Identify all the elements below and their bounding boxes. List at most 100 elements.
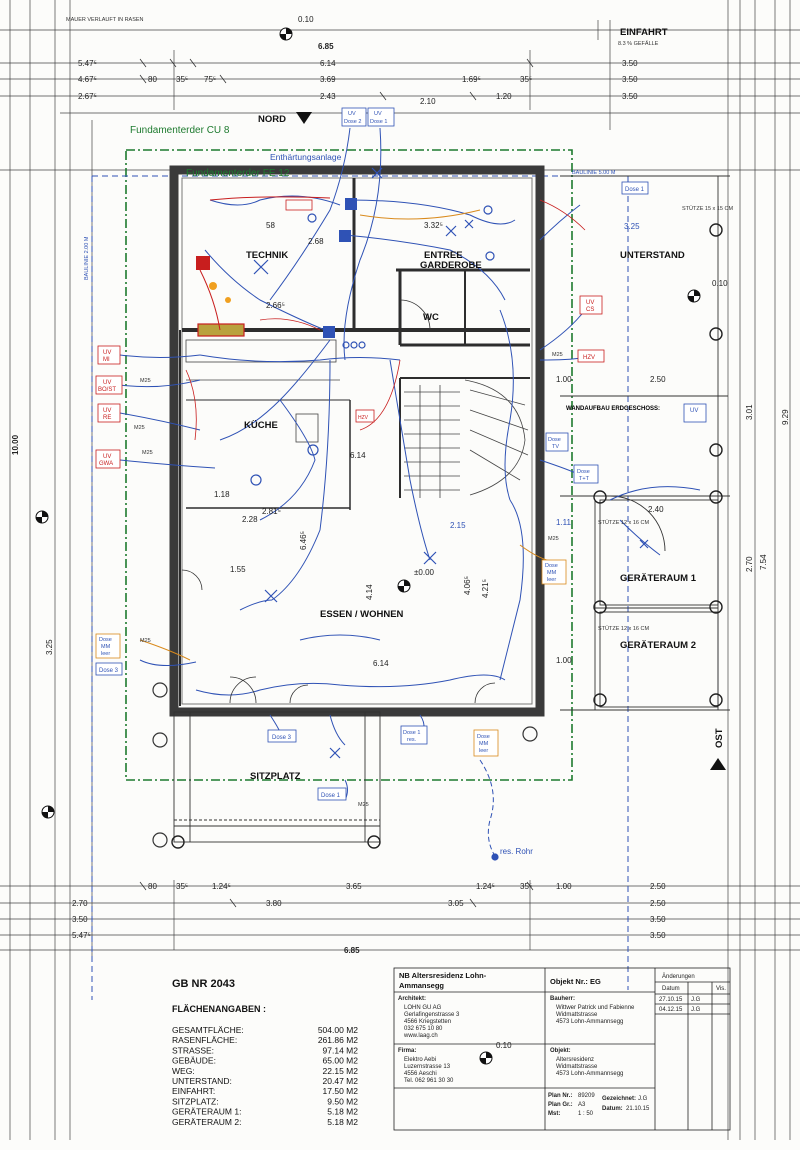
dim-label: 1.24⁵ [476, 882, 495, 891]
dim-label: 7.54 [759, 554, 768, 570]
dim-label: 3.01 [745, 404, 754, 420]
address-line: 4573 Lohn-Ammannsegg [556, 1019, 623, 1025]
dim-label: 9.29 [781, 409, 790, 425]
svg-text:leer: leer [547, 577, 556, 583]
room-geraeteraum1: GERÄTERAUM 1 [620, 573, 697, 584]
address-line: Widmattstrasse [556, 1012, 598, 1018]
room-geraeteraum2: GERÄTERAUM 2 [620, 640, 696, 651]
area-value: 5.18 M2 [327, 1107, 358, 1117]
address-line: 4573 Lohn-Ammannsegg [556, 1071, 623, 1077]
bauherr-address: Wittwer Patrick und FabienneWidmattstras… [556, 1005, 635, 1025]
svg-text:Dose 1: Dose 1 [625, 187, 645, 193]
technik-equipment [196, 198, 357, 338]
wiring-red [139, 196, 586, 661]
area-label: RASENFLÄCHE: [172, 1035, 237, 1045]
dim-label: 6.85 [318, 42, 334, 51]
svg-text:UV: UV [103, 454, 111, 460]
dim-label: 3.80 [266, 899, 282, 908]
plan-nr-label: Plan Nr.: [548, 1093, 572, 1099]
baulinie-top-label: BAULINIE 5.00 M [572, 170, 616, 176]
dim-label: 5.47⁵ [78, 59, 97, 68]
area-value: 261.86 M2 [318, 1035, 358, 1045]
dim-label: 2.67⁵ [78, 92, 97, 101]
dim-label: 35⁵ [520, 882, 532, 891]
dim-label: 3.50 [622, 92, 638, 101]
dim-label: 6.14 [320, 59, 336, 68]
dim-label: 1.69⁵ [462, 75, 481, 84]
wandaufbau-label: WANDAUFBAU ERDGESCHOSS: [566, 406, 660, 412]
dim-label: 80 [148, 882, 157, 891]
dim-label: 3.65 [346, 882, 362, 891]
address-line: Tel. 062 961 30 30 [404, 1078, 454, 1084]
dim-label: 3.25 [45, 639, 54, 655]
area-value: 22.15 M2 [323, 1066, 359, 1076]
dim-label: 2.70 [745, 556, 754, 572]
dim-label: 1.00 [556, 375, 572, 384]
stuetze-label: STÜTZE 12 x 16 CM [598, 625, 649, 632]
address-line: LOHN GU AG [404, 1005, 442, 1011]
uv-re-box: UV RE [97, 403, 121, 423]
dim-label: 35⁵ [176, 75, 188, 84]
baulinie [91, 175, 730, 1000]
svg-text:Dose: Dose [577, 469, 590, 475]
dim-label: 2.15 [450, 521, 466, 530]
area-value: 65.00 M2 [323, 1056, 359, 1066]
datum-label: Datum: [602, 1106, 623, 1112]
dose1-box: Dose 1 [317, 787, 347, 801]
address-line: www.laag.ch [403, 1033, 438, 1039]
svg-text:Dose: Dose [477, 734, 490, 740]
address-line: Widmattstrasse [556, 1064, 598, 1070]
fixtures [152, 167, 649, 861]
svg-text:HZV: HZV [583, 355, 595, 361]
ost-label: OST [714, 728, 725, 748]
svg-text:HZV: HZV [358, 415, 369, 421]
dim-label: 6.14 [350, 451, 366, 460]
m25-label: M25 [358, 802, 369, 808]
stuetze-label: STÜTZE 15 x 15 CM [682, 205, 733, 212]
objekt-label: Objekt: [550, 1048, 571, 1054]
dim-label: 3.50 [650, 915, 666, 924]
dim-label: 6.46⁵ [299, 531, 308, 550]
top-label: MAUER VERLAUFT IN RASEN [66, 17, 144, 23]
address-line: 4566 Kriegstetten [404, 1019, 451, 1025]
dim-label: 2.68 [308, 237, 324, 246]
datum-header: Datum [662, 986, 680, 992]
uv-bost-box: UV BO/ST [95, 375, 123, 395]
einfahrt-label: EINFAHRT [620, 27, 668, 38]
address-line: 4556 Aeschi [404, 1071, 437, 1077]
baulinie-left-label: BAULINIE 2.00 M [84, 236, 90, 280]
fundament-outline [125, 149, 573, 781]
dim-label: 2.50 [650, 899, 666, 908]
gezeichnet-label: Gezeichnet: [602, 1096, 636, 1102]
dim-label: 3.50 [622, 59, 638, 68]
svg-text:res.: res. [407, 737, 417, 743]
nord-label: NORD [258, 114, 286, 125]
dim-label: 0.10 [298, 15, 314, 24]
area-label: GERÄTERAUM 1: [172, 1107, 241, 1117]
uv-dose2-box: UV Dose 2 [341, 107, 367, 127]
stuetze-label: STÜTZE 12 x 16 CM [598, 519, 649, 526]
area-value: 20.47 M2 [323, 1076, 359, 1086]
m25-label: M25 [140, 378, 151, 384]
dose1-res-box: Dose 1 res. [400, 725, 428, 745]
dose-tt-box: Dose T+T [573, 464, 599, 484]
dim-label: 5.47⁵ [72, 931, 91, 940]
dim-label: 2.28 [242, 515, 258, 524]
title-block [393, 967, 731, 1131]
svg-text:UV: UV [586, 300, 594, 306]
dimension-ticks [139, 58, 534, 908]
m25-label: M25 [140, 638, 151, 644]
svg-text:Dose: Dose [99, 637, 112, 643]
room-unterstand: UNTERSTAND [620, 250, 685, 261]
fundament-cu-label: Fundamenterder CU 8 [130, 125, 230, 136]
building-walls [169, 165, 545, 717]
plan-gr: A3 [578, 1102, 586, 1108]
area-label: WEG: [172, 1066, 195, 1076]
svg-text:Dose 1: Dose 1 [321, 793, 341, 799]
dim-label: 3.69 [320, 75, 336, 84]
dim-label: 2.50 [650, 882, 666, 891]
hzv-box: HZV [577, 349, 605, 363]
door-swings [181, 299, 496, 704]
